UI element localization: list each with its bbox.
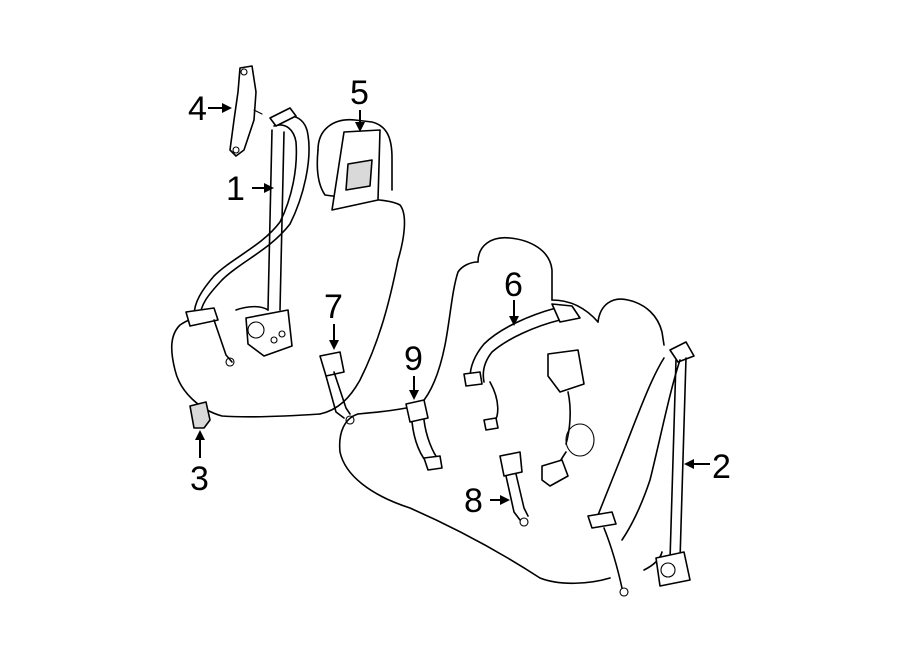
- callout-9: 9: [404, 340, 423, 378]
- part-8-buckle: [499, 451, 529, 527]
- callout-4: 4: [188, 90, 207, 128]
- part-2-seat-belt-assembly: [587, 341, 695, 597]
- callout-5: 5: [350, 74, 369, 112]
- part-5-belt-guide-cover: [331, 129, 381, 211]
- part-3-cover: [189, 401, 211, 429]
- callout-labels: 1 2 3 4 5 6 7 8 9: [188, 74, 731, 520]
- part-6-center-seat-belt: [463, 303, 595, 487]
- part-9-buckle: [405, 399, 443, 471]
- callout-7: 7: [324, 288, 343, 326]
- callout-leaders: [195, 103, 710, 505]
- callout-6: 6: [504, 266, 523, 304]
- callout-1: 1: [226, 170, 245, 208]
- right-seat: [338, 236, 665, 585]
- callout-8: 8: [464, 482, 483, 520]
- callout-3: 3: [190, 460, 209, 498]
- part-4-height-adjuster: [229, 65, 263, 157]
- part-1-seat-belt-assembly: [185, 107, 310, 367]
- part-7-buckle: [319, 351, 355, 425]
- callout-2: 2: [712, 448, 731, 486]
- left-seat: [170, 119, 406, 418]
